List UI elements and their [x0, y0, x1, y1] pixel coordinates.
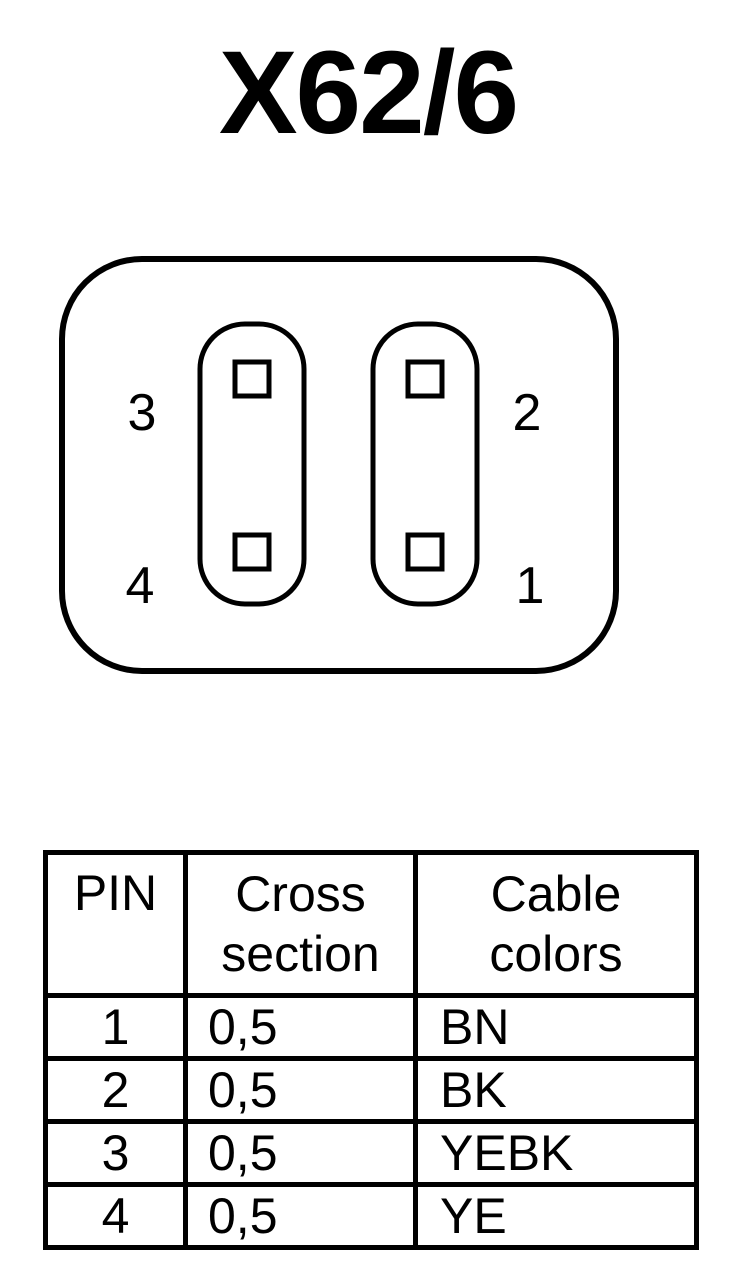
- header-pin: PIN: [43, 850, 188, 998]
- pin-assignment-table: PIN Cross section Cable colors 1 0,5 BN …: [43, 850, 699, 1250]
- connector-diagram: 3 2 4 1: [59, 256, 619, 674]
- cell-pin: 3: [43, 1119, 188, 1187]
- table-row: 3 0,5 YEBK: [43, 1119, 699, 1187]
- cell-cable-color: YEBK: [413, 1119, 699, 1187]
- table-row: 4 0,5 YE: [43, 1182, 699, 1250]
- pin-contact-2: [405, 359, 445, 399]
- pin-label-4: 4: [126, 557, 155, 615]
- connector-title: X62/6: [218, 27, 519, 159]
- cell-cable-color: BN: [413, 993, 699, 1061]
- cell-cross-section: 0,5: [183, 1056, 418, 1124]
- cell-cross-section: 0,5: [183, 993, 418, 1061]
- pin-slot-right: [370, 321, 480, 607]
- connector-housing: [59, 256, 619, 674]
- cell-pin: 4: [43, 1182, 188, 1250]
- header-cross-section: Cross section: [183, 850, 418, 998]
- pin-contact-3: [232, 359, 272, 399]
- cell-pin: 1: [43, 993, 188, 1061]
- cell-pin: 2: [43, 1056, 188, 1124]
- cell-cross-section: 0,5: [183, 1182, 418, 1250]
- cell-cable-color: YE: [413, 1182, 699, 1250]
- table-row: 1 0,5 BN: [43, 993, 699, 1061]
- pin-contact-1: [405, 532, 445, 572]
- pin-slot-left: [197, 321, 307, 607]
- table-row: 2 0,5 BK: [43, 1056, 699, 1124]
- pin-label-3: 3: [128, 384, 157, 442]
- pin-label-2: 2: [513, 384, 542, 442]
- cell-cable-color: BK: [413, 1056, 699, 1124]
- cell-cross-section: 0,5: [183, 1119, 418, 1187]
- table-header-row: PIN Cross section Cable colors: [43, 850, 699, 998]
- pin-label-1: 1: [516, 557, 545, 615]
- pin-contact-4: [232, 532, 272, 572]
- header-cable-colors: Cable colors: [413, 850, 699, 998]
